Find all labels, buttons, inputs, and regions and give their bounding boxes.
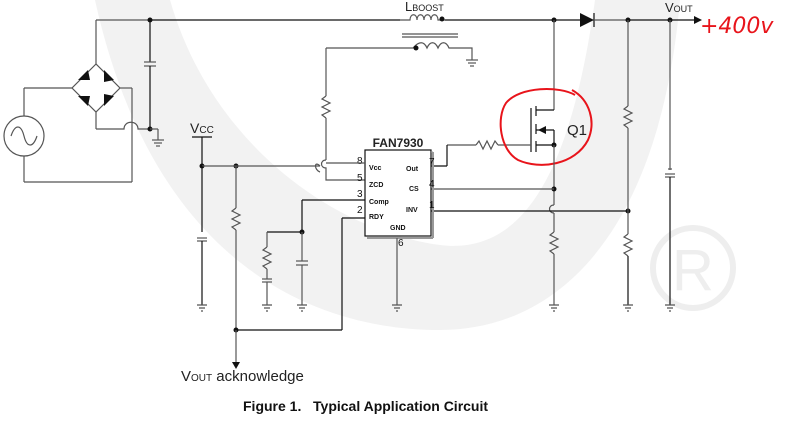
pin-3-num: 3 <box>357 189 363 200</box>
pin-8-num: 8 <box>357 156 363 167</box>
pin-rdy-label: RDY <box>369 214 384 221</box>
input-capacitor <box>144 20 164 147</box>
mosfet-label: Q1 <box>567 122 587 139</box>
output-capacitor <box>665 168 675 178</box>
inductor-sub-label: BOOST <box>412 3 444 13</box>
mosfet-q1: Q1 <box>498 106 587 152</box>
gate-resistor <box>430 139 499 167</box>
pullup-resistor <box>230 207 242 231</box>
divider-resistor-top <box>622 105 634 129</box>
pin-inv-label: INV <box>406 207 418 214</box>
pin-out-label: Out <box>406 166 419 173</box>
ack-rest-label: acknowledge <box>212 368 304 385</box>
red-circle-annotation <box>499 88 593 166</box>
svg-text:VOUT: VOUT <box>665 0 693 15</box>
pin-4-num: 4 <box>429 179 435 190</box>
svg-text:VCC: VCC <box>190 120 214 136</box>
boost-inductor: LBOOST <box>326 0 580 67</box>
registered-watermark: R <box>650 225 736 311</box>
handwritten-400v-annotation: +400v <box>700 14 774 39</box>
svg-text:R: R <box>672 238 714 303</box>
vout-label: V <box>665 0 674 15</box>
vout-sub-label: OUT <box>674 4 694 14</box>
pin-zcd-label: ZCD <box>369 182 383 189</box>
output-diode <box>551 13 702 27</box>
pin-gnd-label: GND <box>390 225 406 232</box>
pin-1-num: 1 <box>429 200 435 211</box>
svg-text:VOUT acknowledge: VOUT acknowledge <box>181 368 304 385</box>
watermark-arc <box>95 0 680 330</box>
bridge-rectifier <box>71 20 150 130</box>
pin-vcc-label: Vcc <box>369 165 382 172</box>
vcc-capacitor <box>197 237 207 242</box>
fan7930-ic: FAN7930 Vcc ZCD Comp RDY Out CS INV GND … <box>357 136 435 249</box>
pin-cs-label: CS <box>409 186 419 193</box>
pin-5-num: 5 <box>357 173 363 184</box>
figure-caption: Figure 1. Typical Application Circuit <box>243 398 488 414</box>
ground-symbols <box>197 304 675 312</box>
inductor-label: L <box>405 0 412 14</box>
divider-resistor-bottom <box>622 233 634 257</box>
ic-name: FAN7930 <box>373 136 424 150</box>
pin-6-num: 6 <box>398 238 404 249</box>
vcc-label: V <box>190 120 200 136</box>
comp-resistor <box>261 246 273 270</box>
svg-text:LBOOST: LBOOST <box>405 0 444 14</box>
ack-sub-label: OUT <box>191 373 212 384</box>
vcc-sub-label: CC <box>199 125 213 136</box>
ack-label: V <box>181 368 191 385</box>
sense-resistor <box>548 231 560 255</box>
zcd-resistor <box>320 48 365 181</box>
pin-comp-label: Comp <box>369 199 389 206</box>
ac-source <box>3 87 133 183</box>
pin-2-num: 2 <box>357 205 363 216</box>
pin-7-num: 7 <box>429 157 435 168</box>
